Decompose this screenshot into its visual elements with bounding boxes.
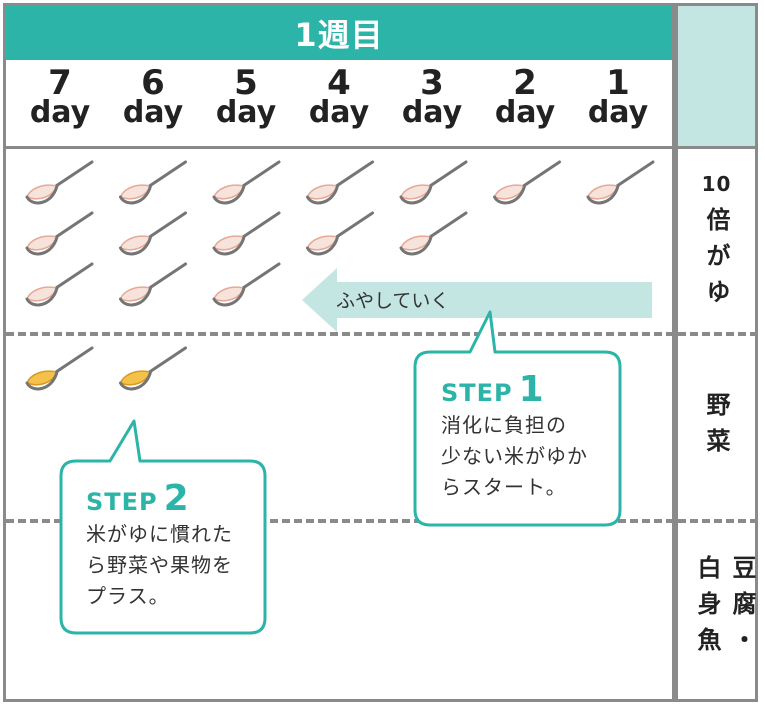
day-label: 2 day: [479, 66, 571, 128]
step1-line: らスタート。: [441, 475, 567, 499]
day-number: 4: [327, 63, 351, 103]
week-header: 1週目: [6, 6, 672, 60]
day-label: 6 day: [107, 66, 199, 128]
header-separator: [6, 146, 758, 149]
day-word: day: [308, 95, 370, 130]
row-separator: [6, 519, 758, 523]
day-label: 3 day: [386, 66, 478, 128]
row-label-protein: 豆腐・白身魚: [678, 544, 756, 674]
week-title: 1週目: [294, 16, 384, 54]
day-label: 1 day: [572, 66, 664, 128]
side-header-cell: [678, 6, 755, 146]
step2-line: ら野菜や果物を: [86, 553, 233, 577]
row-label-vegetable: 野菜: [678, 388, 755, 468]
day-label: 5 day: [200, 66, 292, 128]
day-label: 4 day: [293, 66, 385, 128]
porridge-label: 倍がゆ: [702, 207, 730, 315]
protein-label: 豆腐・白身魚: [693, 555, 756, 663]
step2-line: 米がゆに慣れた: [86, 522, 233, 546]
step2-number: 2: [163, 478, 189, 519]
day-word: day: [494, 95, 556, 130]
day-word: day: [122, 95, 184, 130]
step1-line: 少ない米がゆか: [441, 444, 588, 468]
day-number: 5: [234, 63, 258, 103]
day-number: 2: [513, 63, 537, 103]
column-divider: [672, 3, 678, 702]
row-separator: [6, 332, 758, 336]
day-label: 7 day: [14, 66, 106, 128]
step1-line: 消化に負担の: [441, 413, 567, 437]
step2-line: プラス。: [86, 584, 170, 608]
chart-frame: [3, 3, 758, 702]
day-number: 6: [141, 63, 165, 103]
day-label-row: 7 day 6 day 5 day 4 day 3 day 2 day 1 da…: [14, 66, 664, 144]
day-number: 3: [420, 63, 444, 103]
day-number: 7: [48, 63, 72, 103]
vegetable-label: 野菜: [702, 392, 730, 464]
row-label-porridge: 10 倍がゆ: [678, 172, 755, 316]
day-word: day: [29, 95, 91, 130]
day-word: day: [215, 95, 277, 130]
porridge-ratio: 10: [701, 172, 732, 196]
step2-label: STEP: [86, 488, 158, 516]
day-word: day: [587, 95, 649, 130]
day-word: day: [401, 95, 463, 130]
arrow-label: ふやしていく: [336, 290, 450, 312]
day-number: 1: [606, 63, 630, 103]
step1-number: 1: [518, 369, 544, 410]
step1-label: STEP: [441, 379, 513, 407]
